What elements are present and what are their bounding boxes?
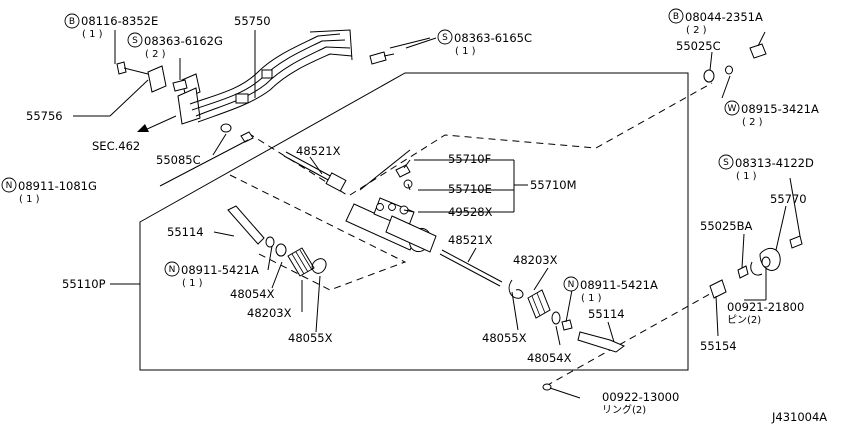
label-08915-3421a: 08915-3421A <box>741 102 819 116</box>
label-55025ba: 55025BA <box>700 219 752 233</box>
label-49528x: 49528X <box>448 205 493 219</box>
assembly-frame <box>139 72 689 371</box>
bolt-symbol-icon <box>668 8 684 24</box>
label-55756: 55756 <box>26 109 63 123</box>
bolt-symbol-letter: B <box>673 12 679 22</box>
label-48203x-left: 48203X <box>247 306 292 320</box>
qty-08911-5421a-right: ( 1 ) <box>581 293 602 304</box>
label-55110p: 55110P <box>62 277 106 291</box>
right-boot-group <box>508 279 625 353</box>
label-08313-4122d: 08313-4122D <box>735 156 814 170</box>
screw-symbol-letter: S <box>723 158 729 168</box>
label-08363-6162g: 08363-6162G <box>144 34 223 48</box>
left-boot-group <box>227 205 327 277</box>
qty-08116-8352e: ( 1 ) <box>82 29 103 40</box>
label-55710m: 55710M <box>530 178 577 192</box>
qty-08915-3421a: ( 2 ) <box>742 117 763 128</box>
label-08044-2351a: 08044-2351A <box>685 10 763 24</box>
figure-id: J431004A <box>771 410 827 424</box>
label-48054x-right: 48054X <box>527 351 572 365</box>
label-55154: 55154 <box>700 339 737 353</box>
label-00921-21800: 00921-21800 <box>727 300 804 314</box>
right-side-fasteners <box>542 43 803 391</box>
bolt-symbol-icon <box>64 13 80 29</box>
nut-symbol-letter: N <box>169 265 176 275</box>
sub-00922-13000: リング(2) <box>602 403 646 416</box>
label-08363-6165c: 08363-6165C <box>454 31 532 45</box>
nut-symbol-letter: N <box>568 280 575 290</box>
washer-symbol-icon <box>724 100 740 116</box>
label-00922-13000: 00922-13000 <box>602 390 679 404</box>
nut-symbol-icon <box>1 177 17 193</box>
brake-pipe-assembly <box>116 29 353 132</box>
screw-symbol-icon <box>127 32 143 48</box>
label-55025c: 55025C <box>676 39 721 53</box>
screw-symbol-letter: S <box>442 33 448 43</box>
screw-08363-6165c-part <box>369 37 431 65</box>
label-55114-right: 55114 <box>588 307 625 321</box>
label-48055x-left: 48055X <box>288 331 333 345</box>
leader-lines <box>73 30 801 399</box>
nut-symbol-icon <box>563 276 579 292</box>
label-55710e: 55710E <box>448 182 492 196</box>
label-55710f: 55710F <box>448 152 491 166</box>
qty-08911-1081g: ( 1 ) <box>19 194 40 205</box>
label-08911-5421a-left: 08911-5421A <box>181 263 259 277</box>
screw-symbol-icon <box>718 154 734 170</box>
label-55770: 55770 <box>770 192 807 206</box>
label-55750: 55750 <box>234 14 271 28</box>
washer-55085c-part <box>220 123 232 133</box>
nut-08911-1081g-part <box>240 131 254 143</box>
screw-symbol-letter: S <box>132 36 138 46</box>
label-48054x-left: 48054X <box>230 287 275 301</box>
nut-symbol-icon <box>164 261 180 277</box>
rod-48521x-upper <box>283 151 347 192</box>
qty-08044-2351a: ( 2 ) <box>686 25 707 36</box>
qty-08363-6162g: ( 2 ) <box>145 49 166 60</box>
label-55085c: 55085C <box>156 153 201 167</box>
sub-00921-21800: ピン(2) <box>727 314 761 326</box>
label-48055x-right: 48055X <box>482 331 527 345</box>
label-08911-1081g: 08911-1081G <box>18 179 97 193</box>
label-48203x-right: 48203X <box>513 253 558 267</box>
label-sec-462: SEC.462 <box>92 139 140 153</box>
label-48521x-upper: 48521X <box>296 144 341 158</box>
nut-symbol-letter: N <box>6 181 13 191</box>
bolt-symbol-letter: B <box>69 17 75 27</box>
rod-48521x-lower <box>439 249 503 287</box>
label-08911-5421a-right: 08911-5421A <box>580 278 658 292</box>
qty-08313-4122d: ( 1 ) <box>736 171 757 182</box>
label-48521x-lower: 48521X <box>448 233 493 247</box>
washer-symbol-letter: W <box>728 104 737 114</box>
clutch-master-cylinder <box>345 149 437 253</box>
screw-symbol-icon <box>437 29 453 45</box>
qty-08363-6165c: ( 1 ) <box>455 46 476 57</box>
qty-08911-5421a-left: ( 1 ) <box>182 278 203 289</box>
label-08116-8352e: 08116-8352E <box>81 14 158 28</box>
label-55114-left: 55114 <box>167 225 204 239</box>
